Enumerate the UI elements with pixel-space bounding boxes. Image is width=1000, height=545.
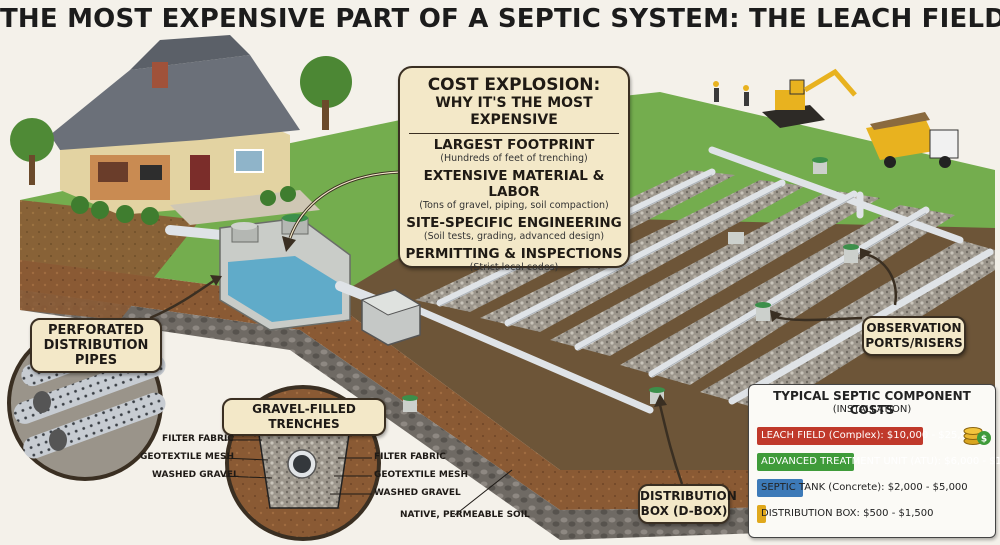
cost-item-detail: (Hundreds of feet of trenching): [440, 153, 588, 164]
cost-item-label: SITE-SPECIFIC ENGINEERING: [406, 215, 622, 231]
costs-panel-title: TYPICAL SEPTIC COMPONENT COSTS: [773, 389, 971, 417]
layer-label: FILTER FABRIC: [162, 434, 234, 444]
cost-item-detail: (Soil tests, grading, advanced design): [423, 231, 605, 242]
cost-divider: [409, 133, 619, 134]
svg-text:$: $: [981, 435, 987, 445]
cost-heading: COST EXPLOSION:: [427, 75, 601, 95]
cost-item-detail: (Tons of gravel, piping, soil compaction…: [419, 200, 609, 211]
cost-item-label: LARGEST FOOTPRINT: [433, 137, 595, 153]
distribution-pipes: [391, 146, 994, 414]
trees: [10, 56, 352, 185]
observation-ports-label: OBSERVATION PORTS/RISERS: [862, 316, 966, 356]
cost-explosion-callout: COST EXPLOSION: WHY IT'S THE MOST EXPENS…: [398, 66, 630, 273]
layer-label: GEOTEXTILE MESH: [140, 452, 235, 462]
layer-label: GEOTEXTILE MESH: [374, 470, 469, 480]
cost-row-text: DISTRIBUTION BOX: $500 - $1,500: [761, 508, 934, 519]
cost-item-label: PERMITTING & INSPECTIONS: [405, 246, 623, 262]
soil-left-face: [20, 200, 200, 320]
cost-row: SEPTIC TANK (Concrete): $2,000 - $5,000: [757, 479, 987, 497]
cost-subheading: WHY IT'S THE MOST EXPENSIVE: [435, 95, 593, 128]
cost-row: DISTRIBUTION BOX: $500 - $1,500: [757, 505, 987, 523]
observation-risers: [402, 157, 859, 412]
cost-row: LEACH FIELD (Complex): $10,000 - $25,000…: [757, 427, 988, 445]
perforated-pipes-label: PERFORATED DISTRIBUTION PIPES: [30, 318, 162, 373]
shrubs: [71, 186, 296, 225]
cost-row-text: ADVANCED TREATMENT UNIT (ATU): $6,000 - …: [761, 456, 1000, 467]
cost-item-detail: (Strict local codes): [469, 262, 559, 273]
cost-row-text: LEACH FIELD (Complex): $10,000 - $25,000…: [761, 430, 988, 441]
costs-panel-subtitle: (INSTALLATION): [832, 404, 912, 415]
layer-label: WASHED GRAVEL: [374, 488, 461, 498]
pipes-arrow: [149, 278, 216, 320]
cost-bar: [757, 427, 923, 445]
page-title: THE MOST EXPENSIVE PART OF A SEPTIC SYST…: [0, 4, 1000, 34]
cost-row-text: SEPTIC TANK (Concrete): $2,000 - $5,000: [761, 482, 968, 493]
workers: [713, 81, 749, 106]
house: [50, 35, 320, 225]
typical-costs-panel: TYPICAL SEPTIC COMPONENT COSTS (INSTALLA…: [748, 384, 1000, 538]
layer-leaders: [221, 439, 513, 516]
cost-bar: [757, 479, 803, 497]
dbox-arrow: [658, 404, 684, 485]
native-soil-label: NATIVE, PERMEABLE SOIL: [400, 510, 530, 520]
cost-bar: [757, 505, 766, 523]
layer-label: FILTER FABRIC: [374, 452, 446, 462]
cost-item-label: EXTENSIVE MATERIAL & LABOR: [423, 168, 605, 200]
distribution-box: [360, 289, 422, 346]
coins-icon: $: [963, 427, 991, 445]
layer-label: WASHED GRAVEL: [152, 470, 239, 480]
excavator: [762, 68, 857, 128]
distribution-box-label: DISTRIBUTION BOX (D-BOX): [638, 484, 737, 524]
gravel-trenches-label: GRAVEL-FILLED TRENCHES: [222, 398, 386, 436]
dump-truck: [866, 112, 959, 168]
cost-bar: [757, 453, 854, 471]
septic-tank: [219, 214, 351, 331]
cost-row: ADVANCED TREATMENT UNIT (ATU): $6,000 - …: [757, 453, 1000, 471]
